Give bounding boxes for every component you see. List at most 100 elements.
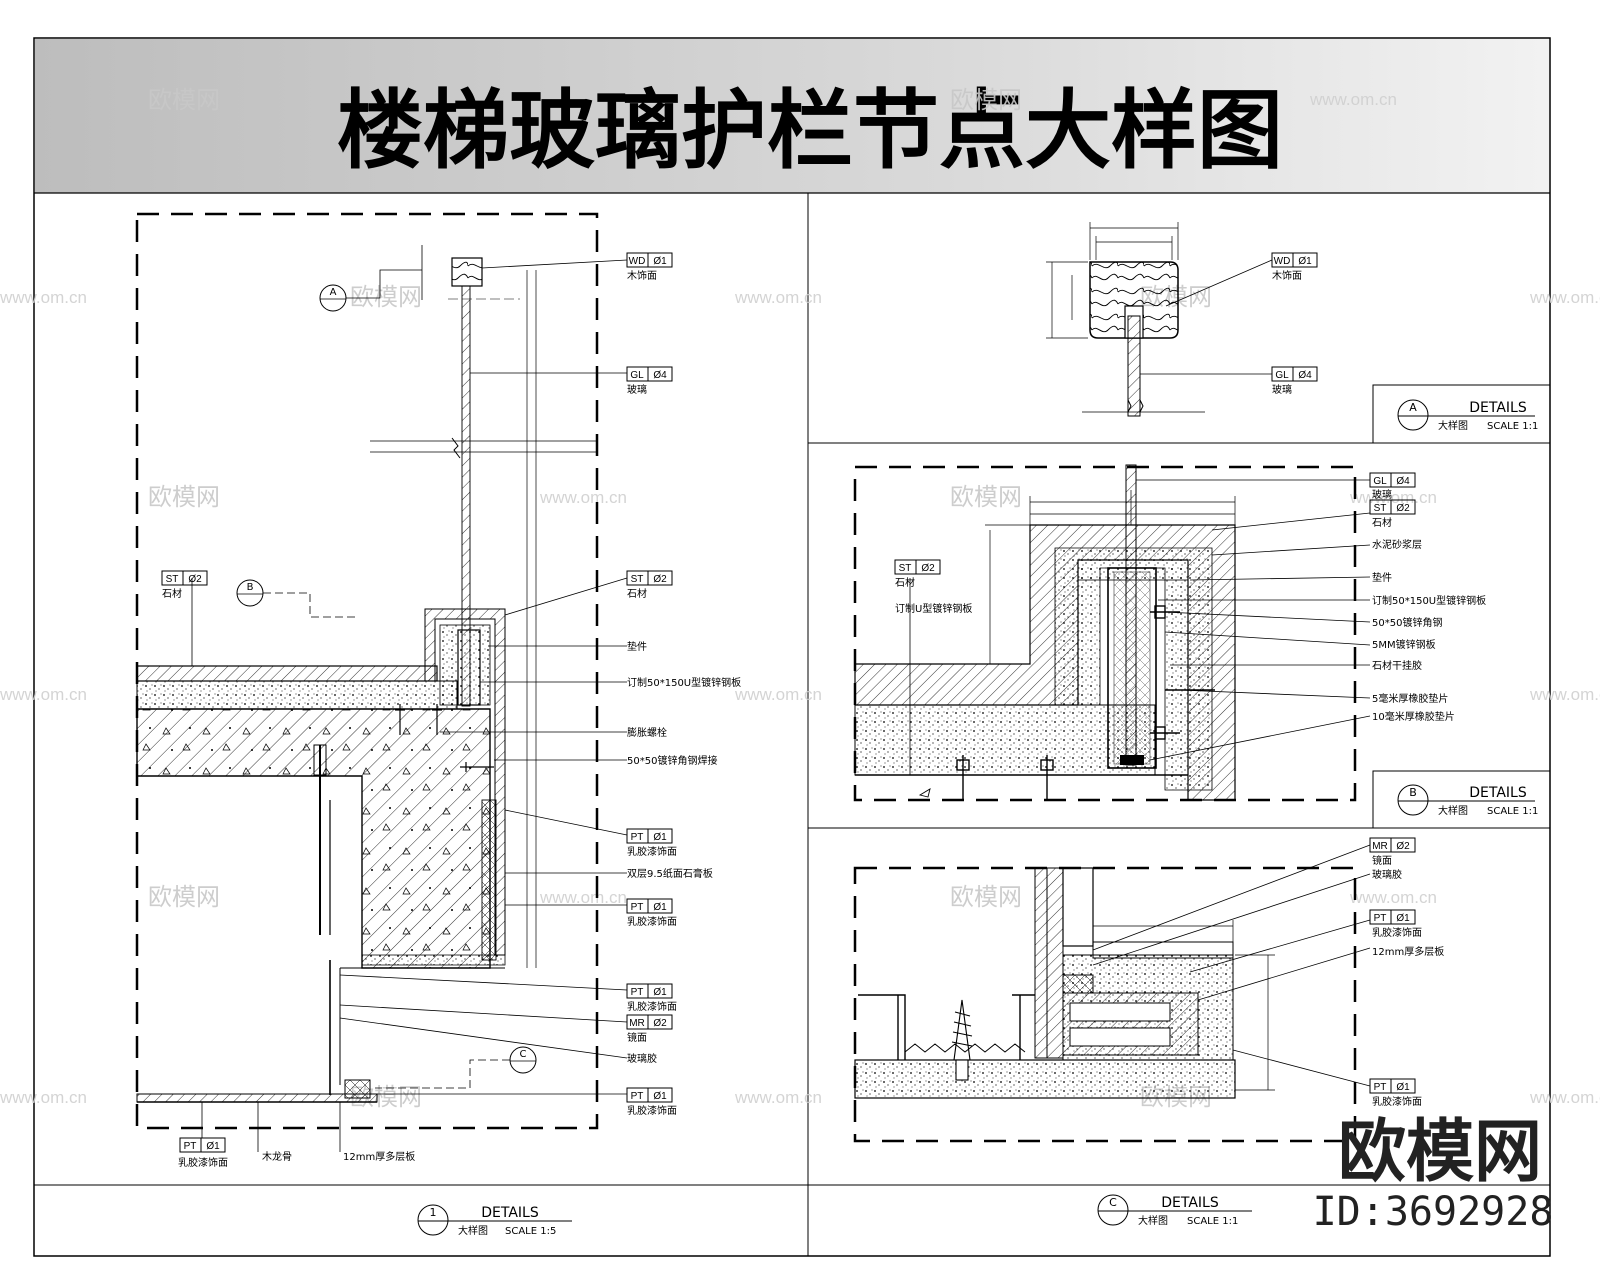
note-angle-steel: 50*50镀锌角钢: [1372, 616, 1442, 629]
tag-st02: ST Ø2 石材: [626, 570, 673, 600]
svg-text:PT: PT: [631, 1091, 644, 1102]
svg-text:Ø4: Ø4: [653, 370, 667, 381]
detail-b-base-fixing: GL Ø4 玻璃 ST Ø2 石材 水泥砂浆层 垫件 订制50*150U型镀锌钢…: [853, 464, 1486, 802]
svg-text:Ø1: Ø1: [653, 1091, 667, 1102]
tag-wd01: WD Ø1 木饰面: [1271, 252, 1318, 282]
svg-text:MR: MR: [629, 1018, 645, 1029]
svg-text:DETAILS: DETAILS: [481, 1205, 539, 1221]
svg-text:A: A: [1409, 401, 1417, 414]
svg-text:GL: GL: [1373, 476, 1387, 487]
svg-text:SCALE 1:1: SCALE 1:1: [1187, 1216, 1238, 1227]
svg-text:SCALE 1:1: SCALE 1:1: [1487, 421, 1538, 432]
svg-text:镜面: 镜面: [627, 1031, 647, 1044]
note-gypsum: 双层9.5纸面石膏板: [627, 867, 713, 880]
watermark-url: www.om.cn: [1309, 90, 1397, 109]
watermark-url: www.om.cn: [734, 1088, 822, 1107]
title-band: [35, 39, 1549, 193]
note-angle-steel: 50*50镀锌角钢焊接: [627, 754, 717, 767]
svg-text:玻璃: 玻璃: [1372, 488, 1392, 501]
svg-text:Ø2: Ø2: [1396, 503, 1410, 514]
tag-gl04: GL Ø4 玻璃: [1369, 472, 1416, 501]
watermark-site: 欧模网: [148, 86, 220, 114]
mortar-layer: [854, 704, 1156, 776]
note-plate: 订制50*150U型镀锌钢板: [1372, 594, 1486, 607]
tag-st02-left: ST Ø2 石材: [894, 559, 941, 589]
svg-text:PT: PT: [631, 987, 644, 998]
svg-text:Ø1: Ø1: [1396, 1082, 1410, 1093]
glass-panel: [461, 285, 471, 707]
svg-text:大样图: 大样图: [458, 1224, 488, 1237]
svg-text:PT: PT: [184, 1141, 197, 1152]
svg-text:B: B: [247, 582, 254, 593]
note-rubber-5: 5毫米厚橡胶垫片: [1372, 692, 1448, 705]
svg-text:木饰面: 木饰面: [627, 269, 657, 282]
watermark-site: 欧模网: [148, 483, 220, 511]
callout-b: B: [236, 579, 355, 618]
wood-handrail: [1089, 261, 1179, 339]
svg-text:Ø2: Ø2: [921, 563, 935, 574]
svg-text:ST: ST: [166, 574, 179, 585]
svg-text:SCALE 1:5: SCALE 1:5: [505, 1226, 556, 1237]
svg-text:Ø4: Ø4: [1298, 370, 1312, 381]
svg-text:玻璃: 玻璃: [1272, 383, 1292, 396]
watermark-url: www.om.cn: [0, 685, 87, 704]
wood-handrail: [451, 257, 483, 287]
tag-st02: ST Ø2 石材: [1369, 499, 1416, 529]
brand-name: 欧模网: [1338, 1113, 1542, 1192]
watermark-site: 欧模网: [148, 883, 220, 911]
svg-text:DETAILS: DETAILS: [1469, 400, 1527, 416]
detail-a-handrail: WD Ø1 木饰面 GL Ø4 玻璃: [1046, 222, 1318, 417]
svg-text:ST: ST: [1374, 503, 1387, 514]
svg-text:B: B: [1409, 786, 1417, 799]
note-expansion-bolt: 膨胀螺栓: [627, 726, 667, 739]
brand-id: ID:3692928: [1313, 1189, 1554, 1235]
mortar-layer: [136, 680, 458, 710]
note-glass-glue: 玻璃胶: [1372, 868, 1402, 881]
svg-text:C: C: [520, 1049, 527, 1060]
detail-c-wall-base: MR Ø2 镜面 玻璃胶 PT Ø1 乳胶漆饰面 12mm厚多层板 PT Ø1 …: [853, 837, 1444, 1143]
watermark-site: 欧模网: [950, 883, 1022, 911]
svg-text:乳胶漆饰面: 乳胶漆饰面: [1372, 926, 1422, 939]
svg-text:Ø4: Ø4: [1396, 476, 1410, 487]
svg-text:石材: 石材: [1372, 516, 1392, 529]
watermark-site: 欧模网: [950, 86, 1022, 114]
svg-text:GL: GL: [1275, 370, 1289, 381]
svg-text:Ø2: Ø2: [1396, 841, 1410, 852]
watermarks: 欧模网 欧模网 www.om.cn 欧模网 欧模网 www.om.cn www.…: [0, 86, 1600, 1111]
svg-text:Ø2: Ø2: [653, 1018, 667, 1029]
tag-st02-left: ST Ø2 石材: [161, 570, 208, 600]
callout-a: A: [319, 269, 422, 312]
tag-mr02: MR Ø2 镜面: [1369, 837, 1416, 867]
svg-text:Ø1: Ø1: [653, 902, 667, 913]
svg-text:Ø1: Ø1: [1396, 913, 1410, 924]
sheet-border: [33, 37, 1551, 1257]
svg-text:A: A: [330, 287, 337, 298]
watermark-url: www.om.cn: [539, 888, 627, 907]
note-wood-keel: 木龙骨: [262, 1150, 292, 1163]
tag-pt01: PT Ø1 乳胶漆饰面: [626, 828, 677, 858]
note-rubber-10: 10毫米厚橡胶垫片: [1372, 710, 1455, 723]
svg-text:MR: MR: [1372, 841, 1388, 852]
detail-label-a: A DETAILS 大样图 SCALE 1:1: [1372, 384, 1551, 444]
anchor-screw: [951, 999, 973, 1081]
svg-text:玻璃: 玻璃: [627, 383, 647, 396]
tag-pt01-bottom: PT Ø1 乳胶漆饰面: [178, 1137, 228, 1169]
note-mortar: 水泥砂浆层: [1372, 538, 1422, 551]
svg-text:Ø1: Ø1: [653, 832, 667, 843]
note-stone-glue: 石材干挂胶: [1372, 659, 1422, 672]
svg-text:镜面: 镜面: [1372, 854, 1392, 867]
watermark-url: www.om.cn: [0, 1088, 87, 1107]
svg-text:PT: PT: [1374, 913, 1387, 924]
svg-text:DETAILS: DETAILS: [1469, 785, 1527, 801]
note-glass-glue: 玻璃胶: [627, 1052, 657, 1065]
tag-gl04: GL Ø4 玻璃: [1271, 366, 1318, 396]
svg-text:Ø1: Ø1: [206, 1141, 220, 1152]
tag-pt01: PT Ø1 乳胶漆饰面: [626, 983, 677, 1013]
tag-pt01: PT Ø1 乳胶漆饰面: [626, 898, 677, 928]
svg-text:Ø1: Ø1: [1298, 256, 1312, 267]
svg-text:PT: PT: [631, 902, 644, 913]
watermark-url: www.om.cn: [1349, 888, 1437, 907]
svg-text:WD: WD: [629, 256, 646, 267]
main-section-detail: A B C: [135, 212, 741, 1169]
